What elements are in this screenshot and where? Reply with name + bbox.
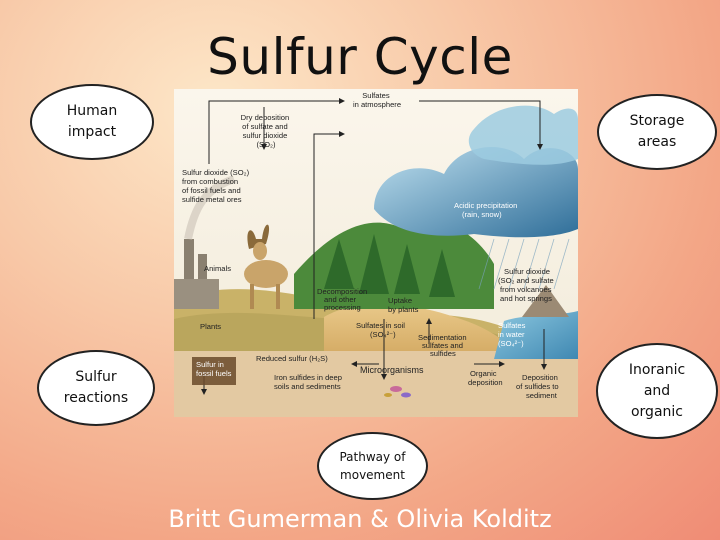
label-animals: Animals (204, 264, 231, 273)
human-impact-label: Human impact (66, 103, 118, 140)
factory (174, 175, 236, 309)
label-sulfates-water-line1: Sulfates (498, 321, 526, 330)
trees (324, 234, 455, 297)
label-sulfates-soil-line2: (SO₄²⁻) (370, 330, 396, 339)
label-volcanoes: Sulfur dioxide (SO₂ and sulfate from vol… (498, 267, 556, 303)
label-so2-combustion-line2: from combustion (182, 177, 238, 186)
label-sulfates-water-line3: (SO₄²⁻) (498, 339, 524, 348)
label-iron-sulfides-line1: Iron sulfides in deep (274, 373, 342, 382)
sulfur-reactions-oval: Sulfur reactions (37, 350, 155, 426)
label-sulfates-water: Sulfates in water (SO₄²⁻) (498, 321, 528, 348)
label-dry-deposition-line3: sulfur dioxide (243, 131, 288, 140)
soil-pile (324, 303, 514, 351)
slide-title: Sulfur Cycle (207, 28, 513, 86)
microorganism-blobs (384, 386, 411, 398)
label-acidic-precipitation-line1: Acidic precipitation (454, 201, 517, 210)
label-volcanoes-line4: and hot springs (500, 294, 552, 303)
label-decomposition-line3: processing (324, 303, 361, 312)
label-microorganisms: Microorganisms (360, 365, 424, 375)
label-so2-combustion-line4: sulfide metal ores (182, 195, 242, 204)
rain (478, 238, 570, 290)
sulfur-reactions-label: Sulfur reactions (63, 369, 129, 406)
label-plants: Plants (200, 322, 221, 331)
label-dry-deposition: Dry deposition of sulfate and sulfur dio… (241, 113, 292, 149)
label-sulfur-fossil-line1: Sulfur in (196, 360, 224, 369)
label-so2-combustion-line3: of fossil fuels and (182, 186, 241, 195)
label-sulfates-soil: Sulfates in soil (SO₄²⁻) (356, 321, 407, 339)
storm-cloud (374, 147, 578, 238)
label-organic-deposition-line2: deposition (468, 378, 503, 387)
volcano (522, 285, 569, 317)
deer-illustration (244, 224, 288, 309)
water-body (494, 311, 578, 359)
label-decomposition: Decomposition and other processing (317, 287, 369, 312)
label-so2-combustion-line1: Sulfur dioxide (SO₂) (182, 168, 250, 177)
label-decomposition-line1: Decomposition (317, 287, 367, 296)
diagram-canvas: Sulfates in atmosphere Dry deposition of… (174, 89, 578, 417)
label-organic-deposition-line1: Organic (470, 369, 497, 378)
label-dry-deposition-line2: of sulfate and (242, 122, 288, 131)
label-acidic-precipitation: Acidic precipitation (rain, snow) (454, 201, 519, 219)
storage-areas-oval: Storage areas (597, 94, 717, 170)
pathway-label: Pathway of movement (339, 450, 406, 482)
label-organic-deposition: Organic deposition (468, 369, 503, 387)
label-so2-combustion: Sulfur dioxide (SO₂) from combustion of … (182, 168, 251, 204)
sulfur-cycle-diagram: Sulfates in atmosphere Dry deposition of… (174, 89, 578, 417)
label-uptake-line2: by plants (388, 305, 419, 314)
label-sulfur-fossil-line2: fossil fuels (196, 369, 232, 378)
fossil-fuel-block (192, 357, 236, 385)
label-volcanoes-line1: Sulfur dioxide (504, 267, 550, 276)
label-volcanoes-line2: (SO₂ and sulfate (498, 276, 554, 285)
label-deposition-sulfides-line3: sediment (526, 391, 558, 400)
label-sulfates-soil-line1: Sulfates in soil (356, 321, 405, 330)
label-reduced-sulfur: Reduced sulfur (H₂S) (256, 354, 328, 363)
label-sulfates-atmosphere: Sulfates in atmosphere (353, 91, 401, 109)
label-uptake-line1: Uptake (388, 296, 412, 305)
label-dry-deposition-line4: (SO₂) (257, 140, 276, 149)
label-sulfates-atmosphere-line1: Sulfates (362, 91, 390, 100)
pathway-oval: Pathway of movement (317, 432, 428, 500)
label-sulfur-fossil: Sulfur in fossil fuels (196, 360, 232, 378)
label-sedimentation-line2: sulfates and (422, 341, 463, 350)
label-sedimentation-line3: sulfides (430, 349, 456, 358)
label-uptake: Uptake by plants (388, 296, 419, 314)
inorganic-organic-oval: Inoranic and organic (596, 343, 718, 439)
label-deposition-sulfides: Deposition of sulfides to sediment (516, 373, 561, 400)
label-sulfates-atmosphere-line2: in atmosphere (353, 100, 401, 109)
upper-cloud (468, 105, 578, 165)
label-decomposition-line2: and other (324, 295, 357, 304)
inorganic-organic-label: Inoranic and organic (628, 361, 686, 420)
label-sulfates-water-line2: in water (498, 330, 525, 339)
label-volcanoes-line3: from volcanoes (500, 285, 552, 294)
author-byline: Britt Gumerman & Olivia Kolditz (168, 505, 552, 533)
label-sedimentation-line1: Sedimentation (418, 333, 467, 342)
human-impact-oval: Human impact (30, 84, 154, 160)
label-acidic-precipitation-line2: (rain, snow) (462, 210, 502, 219)
label-iron-sulfides-line2: soils and sediments (274, 382, 341, 391)
flow-arrows (201, 98, 547, 395)
label-deposition-sulfides-line2: of sulfides to (516, 382, 559, 391)
label-sedimentation: Sedimentation sulfates and sulfides (418, 333, 469, 358)
label-dry-deposition-line1: Dry deposition (241, 113, 290, 122)
label-iron-sulfides: Iron sulfides in deep soils and sediment… (274, 373, 344, 391)
label-deposition-sulfides-line1: Deposition (522, 373, 558, 382)
storage-areas-label: Storage areas (629, 113, 685, 150)
